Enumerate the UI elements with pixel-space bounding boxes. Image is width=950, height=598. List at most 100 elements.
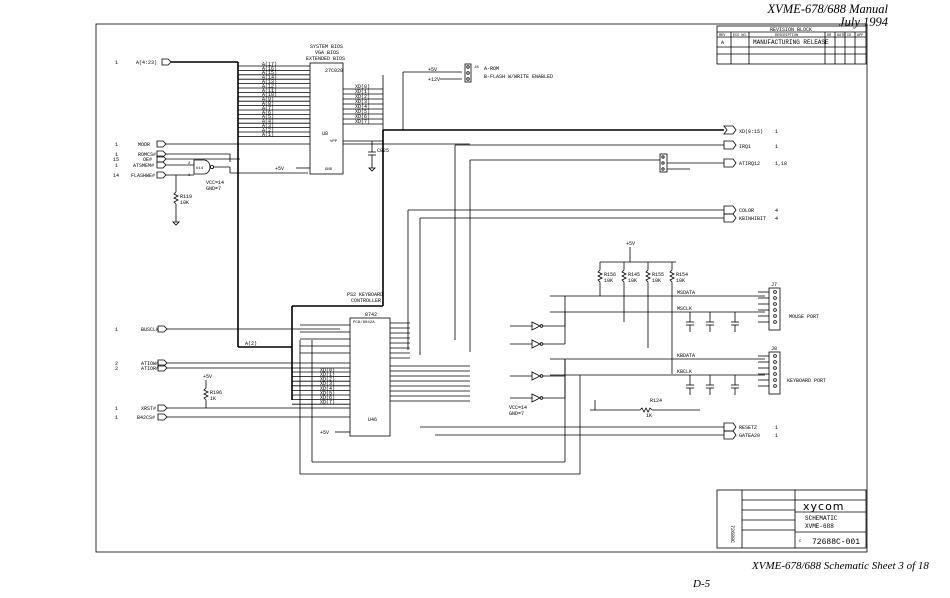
data-line-label: XD(5) <box>355 109 370 115</box>
pullup-value: 10K <box>676 278 685 284</box>
signal-irq1: IRQ1 <box>739 144 751 150</box>
signal-xd-bus: XD(0:15) <box>739 129 763 135</box>
signal-busclk: BUSCLK <box>141 327 159 333</box>
svg-text:1: 1 <box>115 415 118 421</box>
schematic-title: SCHEMATIC <box>805 515 838 522</box>
addr-line-label: A(3) <box>262 123 274 129</box>
resistor-r119: R119 10K <box>172 175 192 226</box>
svg-text:1K: 1K <box>210 396 216 402</box>
svg-text:1: 1 <box>775 433 778 439</box>
revision-letter: A <box>721 40 724 46</box>
svg-text:4: 4 <box>775 208 778 214</box>
addr-line-label: A(15) <box>262 70 277 76</box>
svg-text:J7: J7 <box>771 282 777 288</box>
svg-text:1: 1 <box>188 174 191 178</box>
signal-flashwe: FLASHWE# <box>131 173 155 179</box>
svg-text:1: 1 <box>775 425 778 431</box>
data-line-label: XD(2) <box>355 94 370 100</box>
date-col: DATE <box>837 34 845 38</box>
ecn-col: ECO NO. <box>733 34 748 38</box>
port-nets: MSDATA MSCLK KBDATA KBCLK <box>550 290 765 395</box>
jumper-label-b: B-FLASH W/WRITE ENABLED <box>484 74 553 80</box>
svg-text:J6: J6 <box>474 66 479 70</box>
svg-text:PC8/8042A: PC8/8042A <box>353 320 375 325</box>
right-signal-connectors: IRQ1 1 ATIRQ12 1,18 COLOR 4 KBINHIBIT 4 … <box>407 140 787 440</box>
net-kbdata: KBDATA <box>677 353 695 359</box>
net-msclk: MSCLK <box>677 306 692 312</box>
title-block-side-rev: 72688C <box>729 525 735 543</box>
u46-data-line-label: XD(7) <box>320 400 335 406</box>
u8-ref: U8 <box>322 131 328 137</box>
resistor-r124: R124 1K <box>590 398 700 419</box>
net-msdata: MSDATA <box>677 290 695 296</box>
svg-text:1: 1 <box>115 152 118 158</box>
addr-line-label: A(13) <box>262 79 277 85</box>
addr-line-label: A(1) <box>262 132 274 138</box>
resistor-r196: +5V R196 1K <box>203 374 222 408</box>
svg-text:2: 2 <box>188 162 191 166</box>
data-line-label: XD(7) <box>355 119 370 125</box>
svg-text:2: 2 <box>115 361 118 367</box>
svg-text:1: 1 <box>775 129 778 135</box>
signal-gatea20: GATEA20 <box>739 433 760 439</box>
addr-line-label: A(2) <box>262 127 274 133</box>
left-signal-connectors: 1 A(4:23) 1 MODR 1 ROMCS# 15 OE# 1 ATSME… <box>113 58 470 421</box>
pullup-label: R154 <box>676 272 688 278</box>
revision-description: MANUFACTURING RELEASE <box>753 39 829 46</box>
signal-atirq12: ATIRQ12 <box>739 161 760 167</box>
u8-title3: EXTENDED BIOS <box>306 56 345 62</box>
u46-data-line-label: XD(6) <box>320 395 335 401</box>
svg-text:1,18: 1,18 <box>775 161 787 167</box>
manual-title: XVME-678/688 Manual <box>767 2 888 16</box>
svg-text:R119: R119 <box>180 194 192 200</box>
data-line-label: XD(3) <box>355 99 370 105</box>
keyboard-port-label: KEYBOARD PORT <box>787 378 826 384</box>
buffer-gates <box>510 296 566 403</box>
svg-text:VCC=14: VCC=14 <box>509 405 527 411</box>
pullup-label: R145 <box>628 272 640 278</box>
svg-text:GND=7: GND=7 <box>206 186 221 192</box>
gate-u14: U14 2 1 VCC=14 GND=7 <box>188 159 308 192</box>
app-col: APP <box>857 34 863 38</box>
pullup-value: 10K <box>652 278 661 284</box>
u46-data-line-label: XD(4) <box>320 386 335 392</box>
svg-text:VPP: VPP <box>330 140 338 144</box>
mouse-port: J7 MOUSE PORT <box>758 282 819 331</box>
data-line-label: XD(0) <box>355 84 370 90</box>
signal-romcs: ROMCS# <box>138 152 156 158</box>
u46-data-line-label: XD(2) <box>320 377 335 383</box>
dr-col: DR <box>827 34 832 38</box>
jumper-label-a: A-ROM <box>484 66 499 72</box>
svg-text:R196: R196 <box>210 390 222 396</box>
svg-text:GND: GND <box>325 168 333 172</box>
sheet-border <box>95 23 868 553</box>
pullup-label: R155 <box>652 272 664 278</box>
signal-xrst: XRST# <box>141 406 156 412</box>
board-title: XVME-688 <box>805 523 834 530</box>
addr-line-label: A(16) <box>262 66 277 72</box>
address-bus: A(2) A(17)A(16)A(15)A(14)A(13)A(12)A(11)… <box>237 61 310 348</box>
signal-resetz: RESETZ <box>739 425 757 431</box>
net-kbclk: KBCLK <box>677 369 692 375</box>
svg-text:1: 1 <box>115 327 118 333</box>
manual-date: July 1994 <box>839 15 888 29</box>
addr-line-label: A(5) <box>262 114 274 120</box>
signal-a-bus: A(4:23) <box>136 60 157 66</box>
u46-ref: U46 <box>368 417 377 423</box>
svg-text:14: 14 <box>113 173 119 179</box>
addr-line-label: A(6) <box>262 110 274 116</box>
svg-text:1: 1 <box>115 163 118 169</box>
addr-line-label: A(7) <box>262 105 274 111</box>
page-number: D-5 <box>693 578 711 590</box>
data-line-label: XD(6) <box>355 114 370 120</box>
addr-line-label: A(12) <box>262 83 277 89</box>
addr-line-label: A(11) <box>262 88 277 94</box>
svg-text:+5V: +5V <box>203 374 212 380</box>
svg-text:1K: 1K <box>646 413 652 419</box>
u8-title2: VGA BIOS <box>315 50 339 56</box>
u46-data-line-label: XD(0) <box>320 367 335 373</box>
svg-text:1: 1 <box>115 60 118 66</box>
signal-kbinhibit: KBINHIBIT <box>739 216 766 222</box>
mouse-port-label: MOUSE PORT <box>789 314 819 320</box>
signal-modr: MODR <box>138 142 150 148</box>
